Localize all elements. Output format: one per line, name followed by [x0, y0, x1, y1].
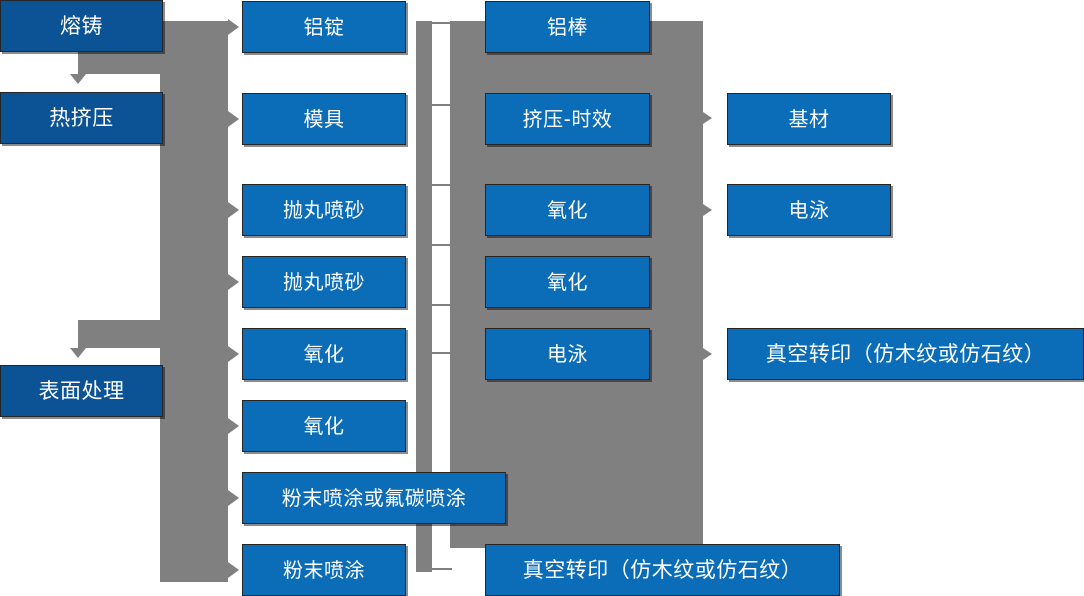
- output-box-base-material[interactable]: 基材: [727, 93, 891, 145]
- arrow-right-icon: [228, 274, 239, 290]
- stage-label: 熔铸: [60, 13, 103, 38]
- arrow-right-icon: [228, 202, 239, 218]
- process-label: 氧化: [303, 342, 345, 366]
- process-box-powder-coating[interactable]: 粉末喷涂: [242, 544, 406, 596]
- stage-box-hot-extrusion[interactable]: 热挤压: [0, 92, 163, 144]
- process-label: 抛丸喷砂: [283, 198, 365, 222]
- output-label: 真空转印（仿木纹或仿石纹）: [765, 341, 1046, 366]
- subprocess-label: 电泳: [547, 342, 588, 366]
- process-label: 氧化: [303, 414, 345, 438]
- process-box-mould[interactable]: 模具: [242, 93, 406, 145]
- subprocess-label: 氧化: [547, 198, 588, 222]
- arrow-down-icon: [70, 348, 86, 358]
- subprocess-label: 铝棒: [547, 15, 588, 39]
- stage-label: 表面处理: [38, 378, 125, 403]
- subprocess-box-oxidation-1[interactable]: 氧化: [485, 184, 650, 236]
- stage-label: 热挤压: [49, 105, 114, 130]
- arrow-right-icon: [228, 111, 239, 127]
- process-label: 粉末喷涂: [283, 558, 365, 582]
- arrow-right-icon: [228, 418, 239, 434]
- process-label: 铝锭: [303, 15, 345, 39]
- connector-line-surface-treatment: [163, 390, 185, 392]
- connector-stub: [432, 304, 452, 306]
- subprocess-label: 氧化: [547, 270, 588, 294]
- connector-stub: [432, 184, 452, 186]
- process-label: 抛丸喷砂: [283, 270, 365, 294]
- process-label: 粉末喷涂或氟碳喷涂: [281, 486, 467, 510]
- stage-box-melt-cast[interactable]: 熔铸: [0, 0, 163, 52]
- stage-box-surface-treatment[interactable]: 表面处理: [0, 365, 163, 417]
- process-box-aluminium-ingot[interactable]: 铝锭: [242, 1, 406, 53]
- output-box-vacuum-transfer[interactable]: 真空转印（仿木纹或仿石纹）: [727, 328, 1084, 380]
- subprocess-box-vacuum-transfer[interactable]: 真空转印（仿木纹或仿石纹）: [485, 544, 840, 596]
- subprocess-label: 真空转印（仿木纹或仿石纹）: [522, 557, 803, 582]
- connector-stub: [432, 244, 452, 246]
- subprocess-box-aluminium-bar[interactable]: 铝棒: [485, 1, 650, 53]
- connector-stub: [432, 22, 452, 24]
- connector-stub: [432, 568, 452, 570]
- output-label: 基材: [788, 107, 830, 131]
- process-box-shot-blast-1[interactable]: 抛丸喷砂: [242, 184, 406, 236]
- process-box-shot-blast-2[interactable]: 抛丸喷砂: [242, 256, 406, 308]
- subprocess-box-oxidation-2[interactable]: 氧化: [485, 256, 650, 308]
- arrow-right-icon: [228, 346, 239, 362]
- process-box-powder-or-pvdf[interactable]: 粉末喷涂或氟碳喷涂: [242, 472, 506, 524]
- subprocess-label: 挤压-时效: [522, 107, 613, 131]
- arrow-right-icon: [228, 19, 239, 35]
- connector-stem-to-surface-treatment: [78, 320, 162, 348]
- subprocess-box-electrophoresis[interactable]: 电泳: [485, 328, 650, 380]
- arrow-right-icon: [703, 112, 712, 124]
- connector-stub: [432, 352, 452, 354]
- arrow-down-icon: [70, 74, 86, 84]
- arrow-right-icon: [228, 490, 239, 506]
- connector-trunk-stage-to-process: [160, 21, 228, 582]
- connector-rail-lower: [416, 520, 432, 572]
- arrow-right-icon: [703, 204, 712, 216]
- arrow-right-icon: [703, 348, 712, 360]
- process-box-oxidation-2[interactable]: 氧化: [242, 400, 406, 452]
- output-box-electrophoresis[interactable]: 电泳: [727, 184, 891, 236]
- subprocess-box-extrusion-aging[interactable]: 挤压-时效: [485, 93, 650, 145]
- process-box-oxidation-1[interactable]: 氧化: [242, 328, 406, 380]
- arrow-right-icon: [228, 562, 239, 578]
- process-label: 模具: [303, 107, 345, 131]
- connector-stub: [432, 104, 452, 106]
- connector-rail-upper: [416, 21, 432, 514]
- output-label: 电泳: [788, 198, 830, 222]
